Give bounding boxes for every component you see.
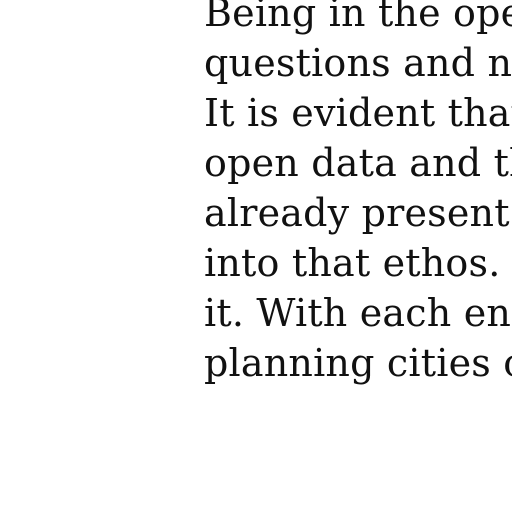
text-line: Being in the open <box>204 0 512 35</box>
text-line: questions and nev <box>204 41 512 85</box>
text-line: it. With each eng <box>204 291 512 335</box>
text-line: open data and the <box>204 141 512 185</box>
text-line: into that ethos. W <box>204 241 512 285</box>
text-line: planning cities ca <box>204 341 512 385</box>
text-line: It is evident that <box>204 91 512 135</box>
text-line: already present in <box>204 191 512 235</box>
body-text: Being in the open questions and nev It i… <box>204 0 512 388</box>
